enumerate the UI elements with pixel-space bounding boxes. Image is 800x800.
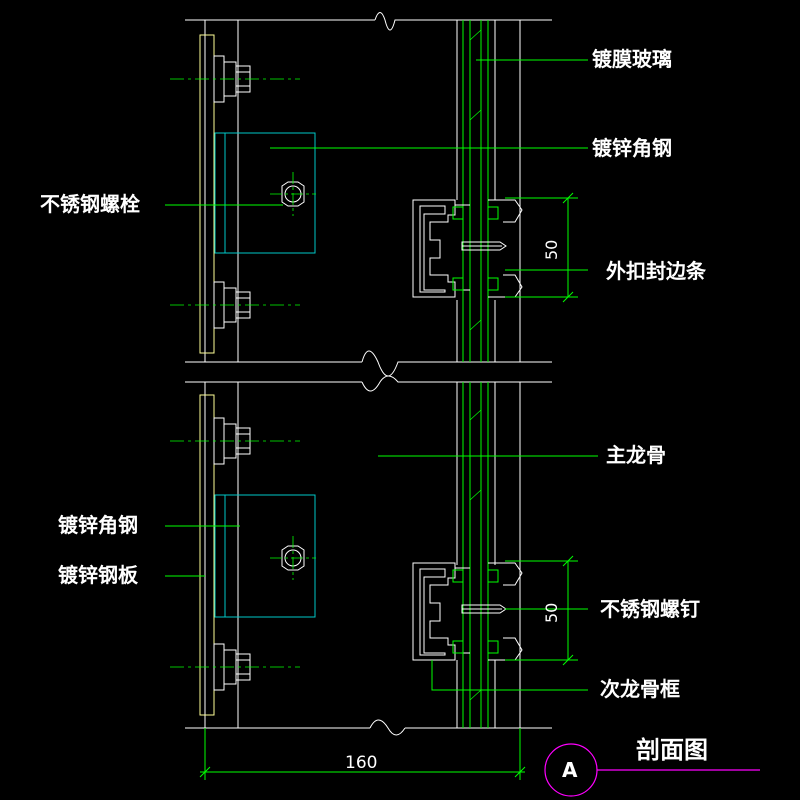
dimension-50-bottom	[505, 555, 578, 666]
label-ss-bolt: 不锈钢螺栓	[40, 192, 140, 216]
glass-hatch	[469, 29, 482, 701]
gaskets-bottom	[452, 569, 499, 654]
section-title: 剖面图	[636, 736, 708, 764]
screw-bottom	[461, 604, 507, 614]
label-ss-screw: 不锈钢螺钉	[600, 597, 700, 621]
label-galv-angle-bottom: 镀锌角钢	[58, 513, 138, 537]
break-bottom	[185, 719, 552, 736]
section-mark: A	[544, 743, 760, 797]
angle-bolt-centerlines	[270, 172, 316, 580]
glass-outer-lines	[456, 20, 496, 728]
dim-text-160: 160	[345, 753, 377, 773]
label-coated-glass: 镀膜玻璃	[592, 47, 672, 71]
dim-text-50-top: 50	[542, 240, 561, 260]
secondary-frame-top	[412, 199, 523, 298]
label-galv-steel-plate: 镀锌钢板	[58, 563, 139, 587]
section-mark-letter: A	[562, 758, 578, 782]
dimension-160	[199, 728, 526, 780]
dim-text-50-bottom: 50	[542, 603, 561, 623]
dimension-50-top	[505, 192, 578, 303]
break-top	[185, 12, 552, 31]
label-galv-angle-top: 镀锌角钢	[592, 136, 672, 160]
galv-angle-shape	[214, 132, 316, 618]
label-outer-clip-strip: 外扣封边条	[606, 259, 707, 283]
label-secondary-keel-frame: 次龙骨框	[600, 677, 680, 701]
break-middle	[185, 350, 552, 392]
screw-top	[461, 241, 507, 251]
label-main-keel: 主龙骨	[606, 443, 666, 467]
glass-panel	[462, 20, 489, 728]
bolt-centerlines	[170, 78, 300, 668]
galv-steel-plate-shape	[199, 34, 215, 716]
gaskets-top	[452, 206, 499, 291]
leader-lines	[165, 59, 598, 691]
